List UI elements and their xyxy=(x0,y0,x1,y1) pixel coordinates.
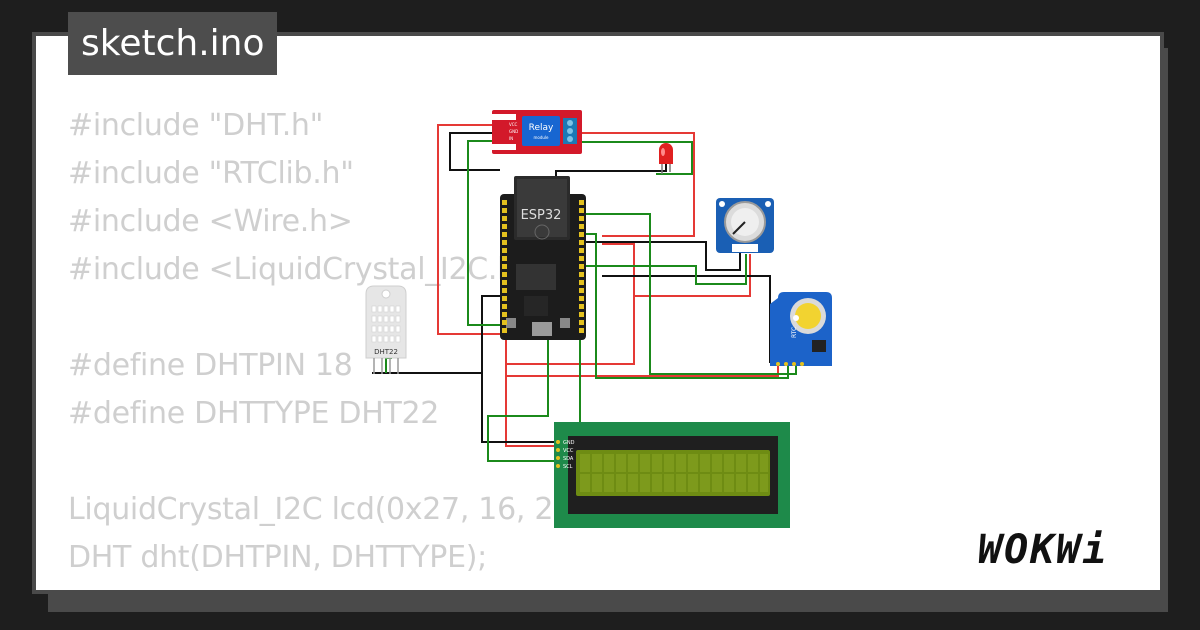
code-line: DHT dht(DHTPIN, DHTTYPE); xyxy=(68,540,487,575)
relay-pin-label: VCC xyxy=(509,122,518,127)
relay-module[interactable]: Relay module VCC GND IN xyxy=(492,110,582,154)
code-line: #include "RTClib.h" xyxy=(68,156,354,191)
code-line: #define DHTTYPE DHT22 xyxy=(68,396,440,431)
lcd-pin-label: VCC xyxy=(563,448,574,454)
dht22-sensor[interactable]: DHT22 xyxy=(365,285,407,374)
potentiometer[interactable] xyxy=(716,198,774,253)
wire-red xyxy=(505,364,558,447)
code-line: #include <LiquidCrystal_I2C.h> xyxy=(68,252,541,287)
wire-black xyxy=(602,275,771,363)
wire-black xyxy=(449,132,500,171)
lcd-pin-label: GND xyxy=(563,440,575,446)
wire-green xyxy=(586,254,747,285)
dht22-label: DHT22 xyxy=(374,348,398,356)
wire-red xyxy=(580,132,695,237)
code-line: LiquidCrystal_I2C lcd(0x27, 16, 2); xyxy=(68,492,575,527)
esp32-pins-right xyxy=(579,200,584,333)
preview-frame: #include "DHT.h" #include "RTClib.h" #incl… xyxy=(32,32,1164,594)
lcd-character-cells xyxy=(580,454,768,492)
wire-green xyxy=(586,213,797,375)
code-line: #include <Wire.h> xyxy=(68,204,353,239)
code-line: #include "DHT.h" xyxy=(68,108,324,143)
esp32-pins-left xyxy=(502,200,507,333)
esp32-board[interactable]: ESP32 xyxy=(500,176,586,340)
wire-red xyxy=(437,124,500,335)
sketch-title: sketch.ino xyxy=(68,12,278,75)
wire-green xyxy=(560,141,693,175)
red-led[interactable] xyxy=(659,143,673,174)
wire-black xyxy=(586,241,741,271)
wire-red xyxy=(505,243,635,365)
wire-green xyxy=(385,357,392,373)
rtc-module[interactable]: RTC xyxy=(770,292,832,366)
relay-pin-label: IN xyxy=(509,136,513,141)
relay-pin-label: GND xyxy=(509,129,518,134)
circuit-diagram: Relay module VCC GND IN ESP32 xyxy=(365,110,832,528)
code-line: RTC_DS1307 rtc; xyxy=(68,582,574,590)
dht22-grille xyxy=(371,305,401,343)
relay-label: Relay xyxy=(529,123,554,133)
lcd-pin-label: SCL xyxy=(563,464,573,470)
rtc-label: RTC xyxy=(791,327,798,338)
wokwi-logo: WOKWi xyxy=(978,527,1109,573)
esp32-label: ESP32 xyxy=(521,208,562,223)
wire-red xyxy=(634,254,751,297)
wire-black xyxy=(481,296,558,443)
lcd-display[interactable]: GND VCC SDA SCL xyxy=(554,422,790,528)
lcd-pin-label: SDA xyxy=(563,456,574,462)
relay-sublabel: module xyxy=(534,135,550,140)
code-preview: #include "DHT.h" #include "RTClib.h" #incl… xyxy=(68,102,575,590)
wire-green xyxy=(586,233,789,379)
code-line: #define DHTPIN 18 xyxy=(68,348,353,383)
wire-green xyxy=(467,140,500,326)
